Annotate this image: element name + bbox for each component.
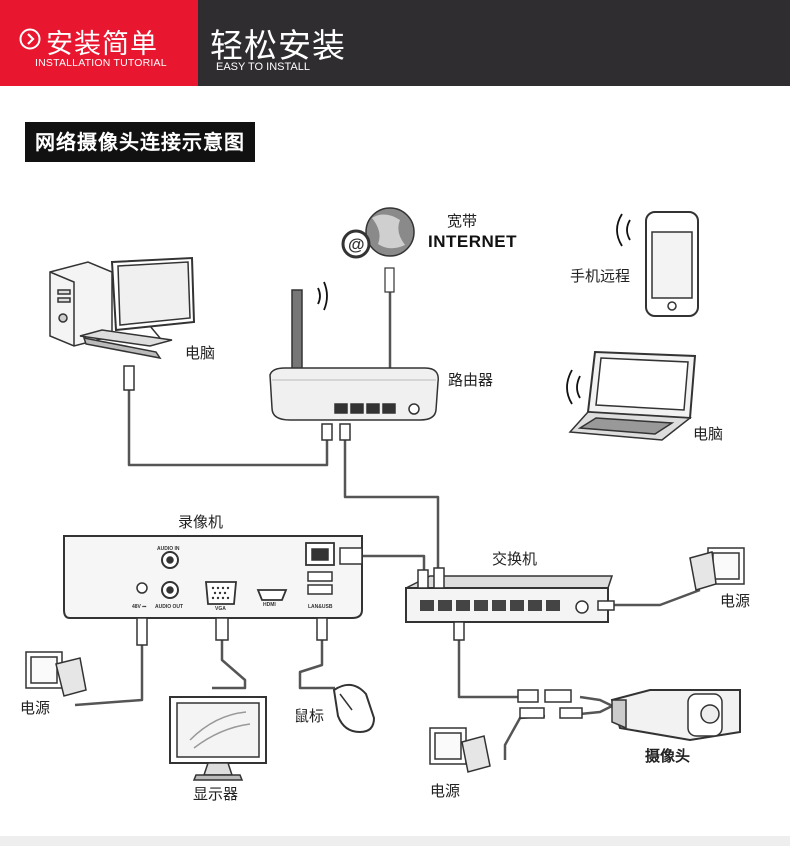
cable-nvr-mouse: [298, 640, 335, 690]
power-adapter-bottom-icon: [429, 727, 491, 773]
label-phone-remote: 手机远程: [570, 267, 631, 285]
port-label-lan-usb: LAN&USB: [308, 604, 333, 610]
label-broadband: 宽带: [447, 212, 478, 230]
nvr-recorder-icon: [63, 535, 363, 646]
label-power-left: 电源: [20, 699, 51, 717]
network-switch-icon: [405, 567, 615, 641]
desktop-pc-icon: [49, 256, 196, 391]
label-monitor: 显示器: [193, 785, 239, 803]
internet-globe-icon: @: [341, 207, 415, 293]
svg-text:@: @: [348, 235, 365, 254]
label-pc: 电脑: [185, 344, 216, 362]
cable-switch-power: [612, 588, 701, 607]
bottom-strip: [0, 836, 790, 846]
label-mouse: 鼠标: [294, 707, 325, 725]
label-camera: 摄像头: [645, 747, 691, 765]
port-label-vga: VGA: [215, 606, 226, 612]
monitor-icon: [169, 696, 267, 781]
label-power-bottom: 电源: [430, 782, 461, 800]
mouse-icon: [332, 683, 376, 734]
label-internet: INTERNET: [428, 232, 517, 251]
laptop-icon: [566, 350, 697, 441]
cable-router-switch: [343, 440, 440, 568]
label-switch: 交换机: [492, 550, 538, 568]
banner-subtitle: INSTALLATION TUTORIAL: [35, 57, 167, 69]
smartphone-icon: [616, 211, 699, 317]
power-adapter-left-icon: [25, 651, 87, 697]
port-label-hdmi: HDMI: [263, 602, 276, 608]
section-title: 网络摄像头连接示意图: [25, 122, 255, 162]
banner-title: 安装简单: [46, 29, 158, 60]
circle-arrow-icon: [19, 28, 41, 50]
router-icon: [269, 281, 439, 441]
banner-title-secondary: 轻松安装: [210, 26, 346, 65]
cable-pc-router: [127, 390, 329, 467]
cable-nvr-power: [74, 645, 144, 707]
port-label-power: 48V ⎓: [132, 604, 147, 610]
label-power-right: 电源: [720, 592, 751, 610]
header-banner-red-block: [0, 0, 198, 86]
port-label-audio-out: AUDIO OUT: [155, 604, 184, 610]
port-label-audio-in: AUDIO IN: [157, 546, 180, 552]
label-laptop: 电脑: [693, 425, 724, 443]
cable-nvr-monitor: [212, 640, 247, 690]
cable-bottom-power: [503, 714, 546, 760]
cable-switch-camera: [457, 640, 518, 699]
banner-subtitle-secondary: EASY TO INSTALL: [216, 61, 310, 73]
bullet-camera-icon: [517, 689, 741, 742]
cable-camera-power: [579, 704, 613, 716]
power-adapter-right-icon: [689, 547, 745, 591]
label-nvr: 录像机: [178, 513, 224, 531]
label-router: 路由器: [448, 371, 494, 389]
cable-nvr-switch: [362, 554, 426, 574]
